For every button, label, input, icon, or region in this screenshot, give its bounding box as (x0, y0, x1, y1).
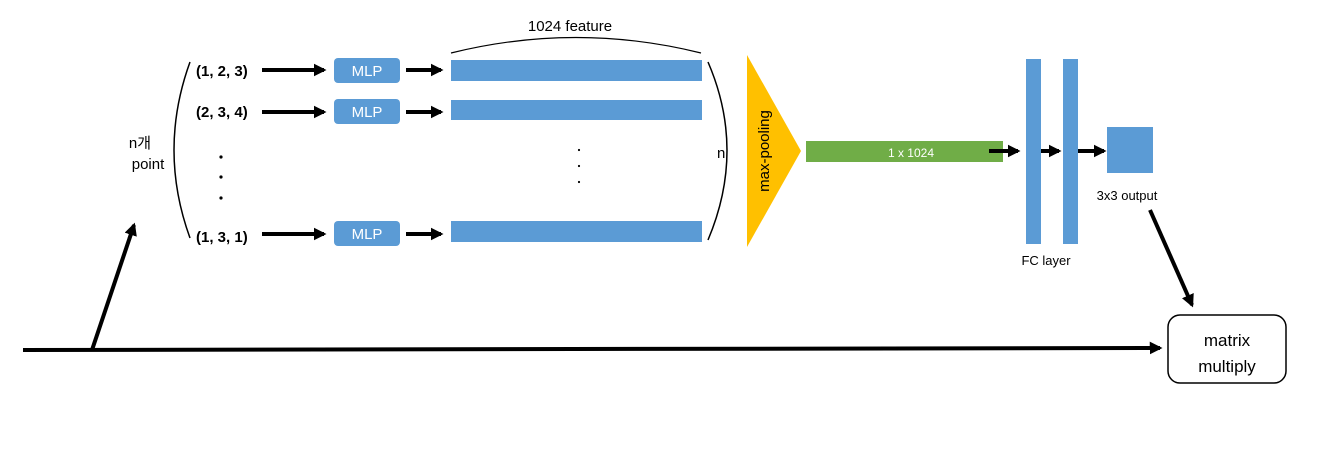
input-label-line2: point (132, 156, 165, 173)
n-label: n (717, 145, 725, 162)
fc-layer-label: FC layer (1021, 253, 1071, 268)
input-label-line1: n개 (129, 135, 151, 152)
arrow-output-to-multiply (1148, 209, 1194, 308)
global-feature-label: 1 x 1024 (888, 146, 934, 160)
global-feature-bar (806, 141, 1003, 162)
feature-label: 1024 feature (528, 18, 612, 35)
matrix-multiply-line2: multiply (1198, 357, 1256, 376)
features-ellipsis (577, 148, 581, 184)
mlp-box-2: MLP (334, 99, 400, 124)
fc-layer-1 (1026, 59, 1041, 244)
matrix-multiply-box: matrix multiply (1167, 314, 1287, 384)
matrix-multiply-line1: matrix (1204, 331, 1251, 350)
mlp-box-1: MLP (334, 58, 400, 83)
output-square (1107, 127, 1153, 173)
feature-bar-3 (451, 221, 702, 242)
point-3: (1, 3, 1) (196, 229, 248, 246)
max-pooling-triangle (747, 55, 801, 247)
max-pooling-label: max-pooling (756, 110, 773, 192)
input-left-bracket (173, 61, 191, 239)
features-right-bracket (707, 61, 728, 241)
feature-brace (450, 36, 702, 54)
mlp-box-3: MLP (334, 221, 400, 246)
feature-bar-2 (451, 100, 702, 120)
fc-layer-2 (1063, 59, 1078, 244)
mlp-label: MLP (352, 104, 383, 121)
point-2: (2, 3, 4) (196, 104, 248, 121)
feature-bar-1 (451, 60, 702, 81)
input-main-line (22, 341, 1163, 355)
point-1: (1, 2, 3) (196, 63, 248, 80)
mlp-label: MLP (352, 226, 383, 243)
arrow-input-to-points (90, 222, 137, 351)
points-ellipsis (219, 155, 223, 200)
mlp-label: MLP (352, 63, 383, 80)
output-label: 3x3 output (1097, 188, 1158, 203)
